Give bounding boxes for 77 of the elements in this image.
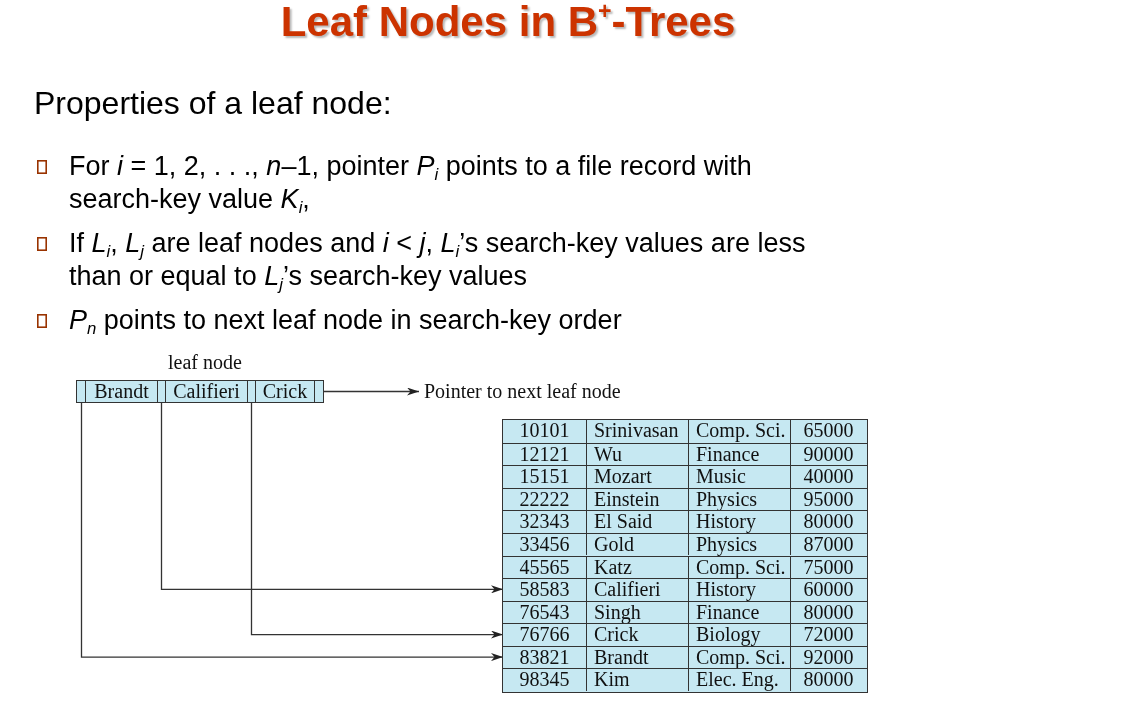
node-caption: leaf node — [168, 350, 242, 374]
table-cell: 80000 — [790, 511, 866, 533]
search-key-cell: Brandt — [86, 381, 157, 402]
search-key-cell: Crick — [256, 381, 314, 402]
table-row — [503, 487, 867, 511]
table-cell-text: 83821 — [518, 646, 571, 669]
table-cell: Srinivasan — [586, 420, 688, 443]
table-row — [503, 465, 867, 488]
table-cell: Singh — [586, 601, 688, 624]
section-heading: Properties of a leaf node: — [34, 84, 392, 122]
bullet-text: For i = 1, 2, . . ., n–1, pointer P$_{i}$ points to a file record with search-key value K$_{i}$, — [69, 150, 753, 216]
table-cell: History — [688, 579, 790, 601]
slide-title: Leaf Nodes in B$^{+}$-Trees — [280, 0, 736, 44]
table-row — [503, 645, 867, 669]
arrow — [250, 401, 504, 639]
table-cell: 75000 — [790, 556, 866, 579]
table-cell: 72000 — [790, 624, 866, 646]
table-cell: Music — [688, 466, 790, 488]
table-row — [503, 623, 867, 646]
table-cell-text: 98345 — [518, 669, 571, 691]
table-cell-text: 58583 — [518, 579, 571, 601]
leaf-node-box — [76, 380, 324, 403]
table-cell: Einstein — [586, 488, 688, 511]
table-cell: 92000 — [790, 646, 866, 669]
data-table — [502, 419, 868, 693]
table-cell: 90000 — [790, 443, 866, 466]
table-cell: 65000 — [790, 420, 866, 443]
table-cell: Katz — [586, 556, 688, 579]
table-cell-text: 76766 — [518, 624, 571, 646]
table-cell-text: 45565 — [518, 556, 571, 579]
table-cell: Physics — [688, 533, 790, 556]
table-cell: Brandt — [586, 646, 688, 669]
table-cell-text: 15151 — [518, 466, 571, 488]
table-cell: 60000 — [790, 579, 866, 601]
pointer-cell — [157, 381, 166, 402]
table-cell-text: 32343 — [518, 511, 571, 533]
table-row — [503, 668, 867, 691]
search-key-cell: Califieri — [166, 381, 247, 402]
table-cell: Comp. Sci. — [688, 420, 790, 443]
table-cell: 87000 — [790, 533, 866, 556]
table-cell: Mozart — [586, 466, 688, 488]
table-row — [503, 510, 867, 533]
table-cell: Finance — [688, 443, 790, 466]
table-cell-text: 33456 — [518, 533, 571, 556]
table-cell: 40000 — [790, 466, 866, 488]
table-cell: Finance — [688, 601, 790, 624]
table-row — [503, 555, 867, 579]
table-cell-text: 10101 — [518, 420, 571, 443]
table-cell: 80000 — [790, 669, 866, 691]
bullet-text: If L$_{i}$, L$_{j}$ are leaf nodes and i < j, L$_{i}$’s search-key values are less than or equal to L$_{j}$’s search-key values — [69, 227, 807, 293]
table-row — [503, 600, 867, 624]
table-cell: Califieri — [586, 579, 688, 601]
table-cell: Comp. Sci. — [688, 646, 790, 669]
table-cell: Gold — [586, 533, 688, 556]
table-cell: Elec. Eng. — [688, 669, 790, 691]
table-cell-text: 76543 — [518, 601, 571, 624]
table-cell: Kim — [586, 669, 688, 691]
table-cell: 80000 — [790, 601, 866, 624]
bullet-text: P$_{n}$ points to next leaf node in search-key order — [69, 304, 622, 337]
table-cell: Biology — [688, 624, 790, 646]
arrow — [160, 401, 504, 594]
table-row — [503, 532, 867, 556]
table-cell: Physics — [688, 488, 790, 511]
pointer-cell — [247, 381, 256, 402]
table-row — [503, 442, 867, 466]
table-cell: Comp. Sci. — [688, 556, 790, 579]
table-cell-text: 12121 — [518, 443, 571, 466]
arrow — [80, 401, 504, 662]
table-cell: Crick — [586, 624, 688, 646]
table-cell: Wu — [586, 443, 688, 466]
table-cell: El Said — [586, 511, 688, 533]
table-cell: 95000 — [790, 488, 866, 511]
table-cell: History — [688, 511, 790, 533]
annotation-text: Pointer to next leaf node — [419, 379, 621, 403]
table-cell-text: 22222 — [518, 488, 571, 511]
arrow — [322, 387, 420, 396]
table-row — [503, 578, 867, 601]
